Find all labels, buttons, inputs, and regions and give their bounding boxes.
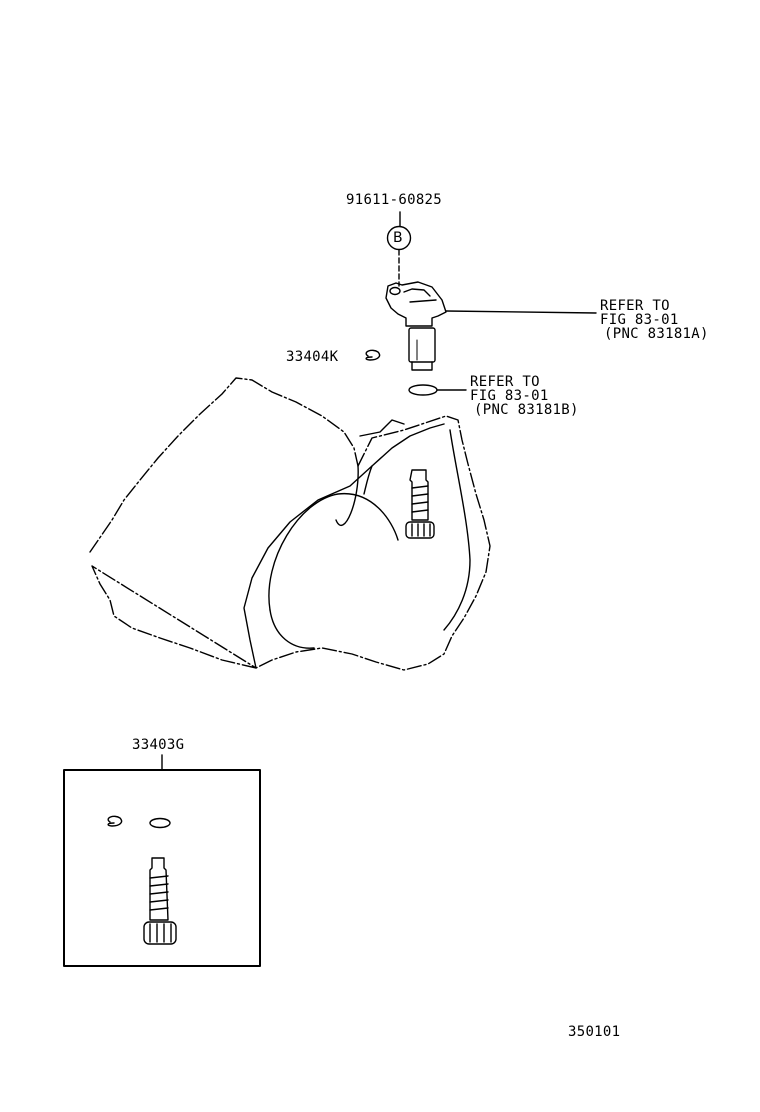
speed-sensor[interactable] (385, 281, 447, 371)
reference-b-line3: (PNC 83181B) (474, 402, 579, 418)
o-ring[interactable] (408, 384, 438, 396)
kit-clip[interactable] (107, 815, 123, 827)
kit-driven-gear[interactable] (143, 857, 177, 945)
reference-b-line1: REFER TO (470, 374, 540, 390)
driven-gear-kit-number[interactable]: 33403G (132, 737, 185, 753)
reference-a-line1: REFER TO (600, 298, 670, 314)
clip[interactable] (365, 349, 381, 361)
reference-a[interactable]: REFER TO FIG 83-01 (PNC 83181A) (600, 299, 709, 341)
bolt-marker-letter: B (393, 230, 403, 246)
transmission-case (89, 377, 491, 671)
figure-number: 350101 (568, 1024, 621, 1040)
kit-o-ring[interactable] (149, 817, 171, 829)
bolt-part-number[interactable]: 91611-60825 (346, 192, 443, 208)
reference-b-line2: FIG 83-01 (470, 388, 549, 404)
kit-box (63, 769, 261, 967)
reference-a-line2: FIG 83-01 (600, 312, 679, 328)
reference-a-leader (445, 310, 597, 314)
reference-a-line3: (PNC 83181A) (604, 326, 709, 342)
reference-b[interactable]: REFER TO FIG 83-01 (PNC 83181B) (470, 375, 579, 417)
installed-driven-gear (405, 469, 435, 539)
clip-part-number[interactable]: 33404K (286, 349, 339, 365)
